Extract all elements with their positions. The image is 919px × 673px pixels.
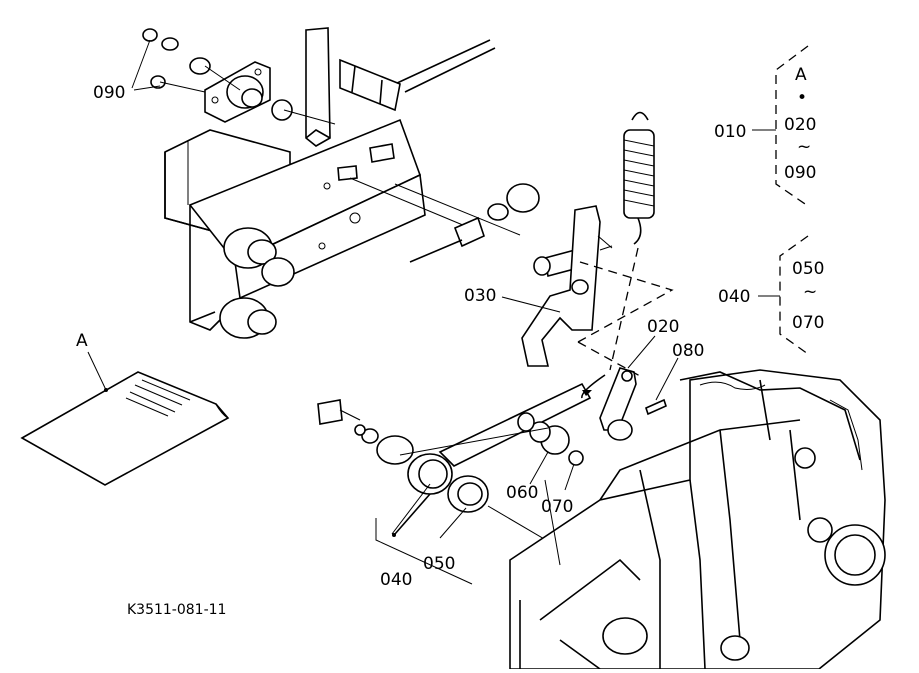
group-010-ref: A <box>795 65 807 85</box>
upper-bracket-assembly <box>142 27 521 339</box>
group-010-tilde: ~ <box>797 137 811 157</box>
group-040-from: 050 <box>792 259 824 279</box>
callout-080: 080 <box>672 341 704 361</box>
callout-060: 060 <box>506 483 538 503</box>
group-010-dot: • <box>797 88 807 108</box>
callout-090: 090 <box>93 83 125 103</box>
callout-040: 040 <box>380 570 412 590</box>
transmission-case <box>509 369 886 670</box>
spring-assembly <box>487 111 655 371</box>
group-040-to: 070 <box>792 313 824 333</box>
group-040-tilde: ~ <box>803 282 817 302</box>
callout-030: 030 <box>464 286 496 306</box>
leader-lines <box>131 39 679 585</box>
callout-020: 020 <box>647 317 679 337</box>
group-010-from: 020 <box>784 115 816 135</box>
group-010-code: 010 <box>714 122 746 142</box>
group-040: 040 050 ~ 070 <box>718 235 824 355</box>
lower-rod-assembly <box>317 382 592 561</box>
group-010-to: 090 <box>784 163 816 183</box>
figure-code: K3511-081-11 <box>127 602 226 618</box>
detail-a-label: A <box>76 331 88 351</box>
group-010: 010 A • 020 ~ 090 <box>714 45 816 207</box>
group-040-code: 040 <box>718 287 750 307</box>
lever-030 <box>521 205 613 367</box>
callout-050: 050 <box>423 554 455 574</box>
link-020 <box>599 367 667 441</box>
detail-a-sheet <box>20 351 230 486</box>
callout-070: 070 <box>541 497 573 517</box>
